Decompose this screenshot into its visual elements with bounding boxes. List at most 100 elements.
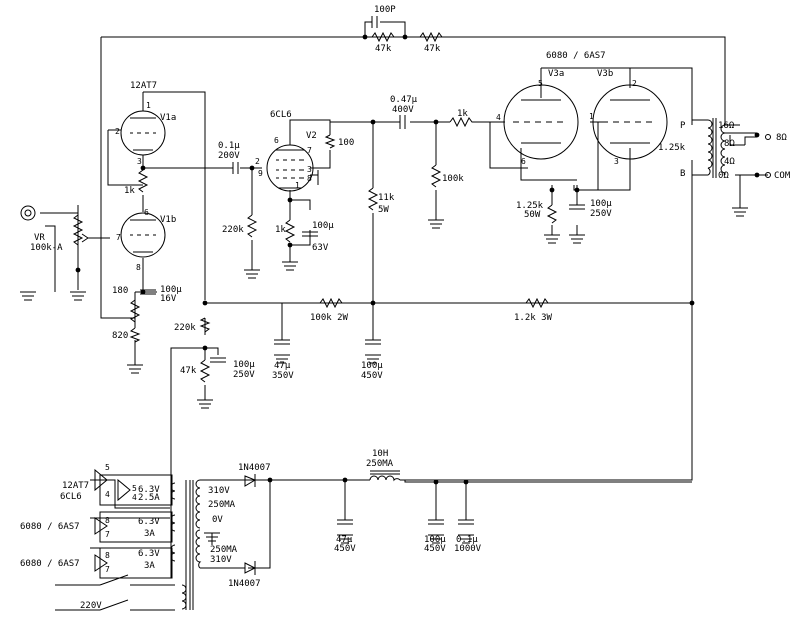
cap-47u-450v: [337, 519, 353, 525]
tube-v1b: [120, 212, 166, 258]
label-heater1-tubes-b: 6CL6: [60, 492, 82, 502]
label-choke-b: 250MA: [366, 459, 394, 469]
label-c-01u1000-a: 0.1μ: [456, 535, 478, 545]
label-heater2-v: 6.3V: [138, 517, 160, 527]
label-heater3-tubes: 6080 / 6AS7: [20, 559, 80, 569]
output-transformer: [706, 118, 726, 178]
label-heater3-p7: 7: [105, 565, 110, 574]
label-v3a: V3a: [548, 69, 564, 79]
resistor-220k-left: [199, 317, 211, 333]
label-c-100u63-a: 100μ: [312, 221, 334, 231]
label-tap-0: 0Ω: [718, 171, 729, 181]
label-pt-250b: 250MA: [210, 545, 238, 555]
cap-100p: [371, 16, 378, 28]
cap-100u-450v: [365, 339, 381, 345]
cap-0-1u-200v: [232, 162, 239, 174]
output-terminals: [20, 134, 771, 221]
resistor-fb1: [371, 31, 395, 43]
power-transformer: [99, 470, 401, 611]
label-pt-250a: 250MA: [208, 500, 236, 510]
label-vr-name: VR: [34, 233, 45, 243]
label-d2: 1N4007: [228, 579, 261, 589]
label-c-100u16-a: 100μ: [160, 285, 182, 295]
label-out-com: COM: [774, 171, 791, 181]
mains-switch: [99, 574, 129, 611]
label-c-100u16-b: 16V: [160, 294, 177, 304]
label-v3-pin3: 3: [614, 157, 619, 166]
resistor-1k-v3: [449, 116, 480, 128]
heater-boxes: [94, 468, 173, 579]
label-heater2-p7: 7: [105, 530, 110, 539]
cap-100u-63v: [302, 231, 318, 237]
label-c-100u250-v3-b: 250V: [590, 209, 612, 219]
label-r-1k-v3: 1k: [457, 109, 468, 119]
label-c-47u350-b: 350V: [272, 371, 294, 381]
resistor-fb2: [419, 31, 443, 43]
label-c-100u63-b: 63V: [312, 243, 329, 253]
label-vr-value: 100k-A: [30, 243, 63, 253]
label-r-47k-left: 47k: [180, 366, 197, 376]
label-heater1-v1: 6.3V: [138, 485, 160, 495]
label-v2-pin8: 8: [307, 174, 312, 183]
tube-v3b: [592, 84, 668, 160]
label-v1b: V1b: [160, 215, 176, 225]
diode-d2: [244, 561, 257, 575]
label-c-100u450-b: 450V: [361, 371, 383, 381]
resistor-100k-2w: [319, 297, 343, 309]
component-labels: 100P 47k 47k 12AT7 V1a V1b 1 2 3 6 7 8 1…: [20, 5, 791, 611]
label-c-47u450-b: 450V: [334, 544, 356, 554]
label-v1-pin2: 2: [115, 127, 120, 136]
potentiometer-vr: [72, 214, 84, 246]
label-r-100k2w: 100k 2W: [310, 313, 349, 323]
label-v3-pin2: 2: [632, 79, 637, 88]
label-r-1k-v2: 1k: [275, 225, 286, 235]
label-c-01-b: 200V: [218, 151, 240, 161]
label-r-220k-v2: 220k: [222, 225, 244, 235]
label-c-01u1000-b: 1000V: [454, 544, 482, 554]
resistor-1-2k-3w: [525, 297, 549, 309]
cap-47u-350v: [274, 339, 290, 345]
label-r-fb2: 47k: [424, 44, 441, 54]
label-heater3-a: 3A: [144, 561, 155, 571]
label-v3-pin4: 4: [496, 113, 501, 122]
label-heater2-p8: 8: [105, 516, 110, 525]
label-mains: 220V: [80, 601, 102, 611]
label-c-047-a: 0.47μ: [390, 95, 418, 105]
label-heater1-v2: 2.5A: [138, 493, 160, 503]
label-tap-16: 16Ω: [718, 121, 735, 131]
resistor-220k-v2: [246, 214, 258, 238]
label-r-180: 180: [112, 286, 128, 296]
resistor-1k-v1: [137, 169, 149, 193]
label-heater1-p4: 4: [105, 490, 110, 499]
label-choke-a: 10H: [372, 449, 388, 459]
label-heater1-p5: 5: [105, 463, 110, 472]
label-xfmr-b: B: [680, 169, 685, 179]
label-v3-pin5: 5: [538, 79, 543, 88]
label-v2-type: 6CL6: [270, 110, 292, 120]
resistors: [72, 31, 558, 383]
label-heater2-a: 3A: [144, 529, 155, 539]
label-c-47u450-a: 47μ: [336, 535, 353, 545]
label-v1-pin7: 7: [116, 233, 121, 242]
label-c-fb: 100P: [374, 5, 396, 15]
label-c-047-b: 400V: [392, 105, 414, 115]
resistor-100k-v3: [430, 164, 442, 188]
cap-0-47u: [399, 115, 406, 129]
label-v3-pin6: 6: [521, 157, 526, 166]
label-r-125k-a: 1.25k: [516, 201, 544, 211]
label-c-47u350-a: 47μ: [274, 361, 291, 371]
capacitors: [140, 16, 585, 525]
label-r-220k-left: 220k: [174, 323, 196, 333]
cap-100u-250v-v3: [569, 204, 585, 210]
label-c-100u450b-a: 100μ: [424, 535, 446, 545]
label-r-1k-v1: 1k: [124, 186, 135, 196]
resistor-11k: [367, 187, 379, 211]
label-pt-0v: 0V: [212, 515, 223, 525]
resistor-180: [129, 299, 141, 323]
label-v1a: V1a: [160, 113, 176, 123]
label-v3-pin1: 1: [589, 112, 594, 121]
label-r-100-v2: 100: [338, 138, 354, 148]
resistor-100-v2: [324, 134, 336, 149]
label-tap-4: 4Ω: [724, 157, 735, 167]
